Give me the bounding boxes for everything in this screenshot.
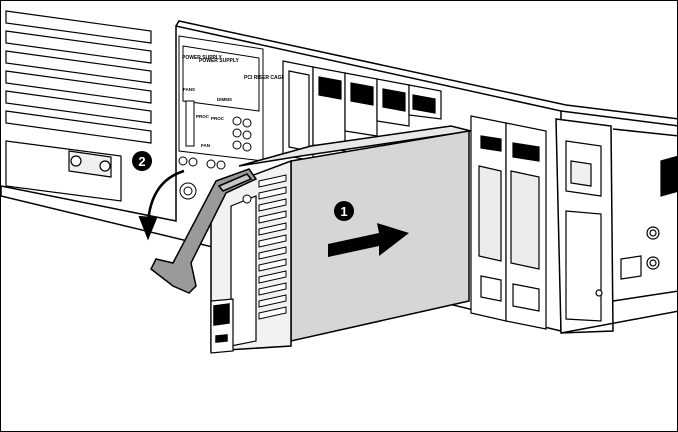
power-supply-label-1: POWER SUPPLY: [182, 55, 222, 61]
pci-riser-cage-label: PCI RISER CAGE: [244, 75, 286, 81]
fan-label: FAN: [201, 143, 210, 148]
fans-label: FANS: [183, 87, 195, 92]
panel-labels: POWER SUPPLY POWER SUPPLY PCI RISER CAGE…: [182, 55, 286, 148]
hot-plug-hard-drive: [210, 125, 472, 354]
callout-step-2: 2: [132, 151, 152, 171]
ejector-lever: [150, 168, 258, 294]
installed-drive-carriers: [470, 115, 547, 330]
lever-swing-arrow: [138, 169, 185, 241]
proc1-label: PROC: [196, 114, 210, 119]
video-port-panel: [5, 140, 122, 202]
vent-louvers: [5, 10, 152, 144]
power-supply-label-2: POWER SUPPLY: [199, 58, 239, 64]
dimms-label: DIMMS: [217, 97, 232, 102]
right-bezel-details: [565, 140, 677, 322]
callout-1-number: 1: [340, 204, 347, 219]
pull-out-arrow: [328, 223, 409, 257]
callout-2-number: 2: [138, 154, 145, 169]
system-insight-display: [178, 35, 264, 200]
proc2-label: PROC: [211, 116, 225, 121]
callout-step-1: 1: [334, 201, 354, 221]
